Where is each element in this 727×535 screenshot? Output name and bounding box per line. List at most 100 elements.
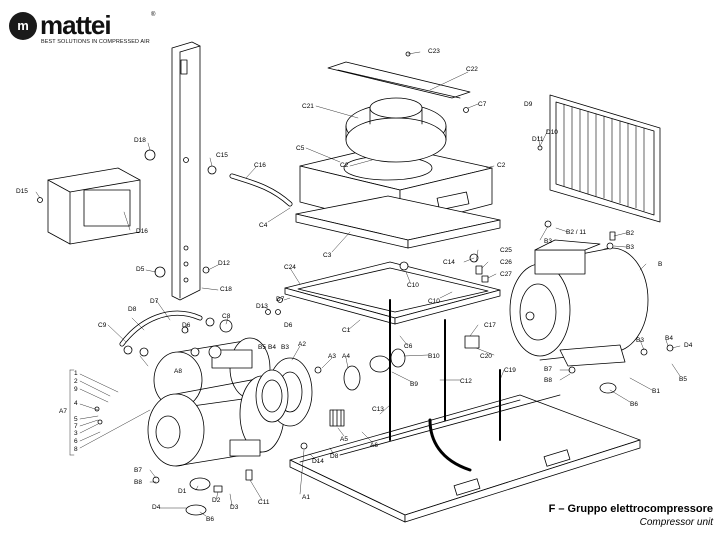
part-label: C27 <box>500 271 512 278</box>
part-label: C3 <box>323 252 332 259</box>
part-label: C5 <box>296 145 305 152</box>
part-label: C8 <box>222 313 231 320</box>
part-label: D10 <box>546 129 558 136</box>
part-label: B3 <box>544 238 552 245</box>
part-label: D4 <box>152 504 161 511</box>
part-label: A2 <box>298 341 306 348</box>
air-grille <box>549 94 661 223</box>
part-label: B <box>658 261 663 268</box>
part-label: A1 <box>302 494 310 501</box>
part-label: B6 <box>630 401 638 408</box>
part-label: D11 <box>532 136 544 143</box>
small-fittings <box>37 51 674 516</box>
separator-plate <box>295 195 501 249</box>
brand-logo: m mattei ® BEST SOLUTIONS IN COMPRESSED … <box>6 8 156 48</box>
part-label: B10 <box>428 353 440 360</box>
part-label: D2 <box>212 497 221 504</box>
electric-motor <box>509 239 649 367</box>
part-label: B4 <box>268 344 276 351</box>
part-label: B6 <box>206 516 214 523</box>
part-label: D8 <box>330 453 339 460</box>
title-block: F – Gruppo elettrocompressore Compressor… <box>549 503 713 529</box>
part-label: C17 <box>484 322 496 329</box>
part-label: C6 <box>404 343 413 350</box>
part-label: D13 <box>256 303 268 310</box>
part-label: D6 <box>284 322 293 329</box>
part-label: B8 <box>544 377 552 384</box>
part-label: D3 <box>230 504 239 511</box>
part-label: A8 <box>174 368 182 375</box>
part-label: C2 <box>497 162 506 169</box>
part-label: 4 <box>74 400 78 407</box>
part-label: D8 <box>128 306 137 313</box>
part-label: 3 <box>74 430 78 437</box>
part-label: D15 <box>16 188 28 195</box>
coupling-parts <box>314 348 406 391</box>
part-label: C24 <box>284 264 296 271</box>
part-label: D5 <box>136 266 145 273</box>
part-label: B9 <box>410 381 418 388</box>
part-label: A4 <box>342 353 350 360</box>
part-label: B3 <box>636 337 644 344</box>
part-label: C25 <box>500 247 512 254</box>
part-label: C2 <box>340 162 349 169</box>
logo-mark-letter: m <box>17 18 29 33</box>
coupling-flange <box>255 357 313 427</box>
part-label: C26 <box>500 259 512 266</box>
part-label: C12 <box>460 378 472 385</box>
part-label: C22 <box>466 66 478 73</box>
hoses <box>119 173 501 472</box>
fan-bracket <box>327 61 471 99</box>
part-label: 8 <box>74 446 78 453</box>
brand-tagline: BEST SOLUTIONS IN COMPRESSED AIR <box>41 39 150 45</box>
part-label: 2 <box>74 378 78 385</box>
part-label: B7 <box>134 467 142 474</box>
radial-fan <box>345 97 447 163</box>
part-label: C16 <box>254 162 266 169</box>
part-label: A3 <box>328 353 336 360</box>
part-label: C11 <box>258 499 270 506</box>
part-label: C9 <box>98 322 107 329</box>
registered-mark: ® <box>151 12 156 18</box>
electric-box <box>47 167 141 245</box>
part-label: B1 <box>652 388 660 395</box>
part-label: C20 <box>480 353 492 360</box>
part-label: C10 <box>407 282 419 289</box>
part-label: C23 <box>428 48 440 55</box>
part-label: 6 <box>74 438 78 445</box>
part-label: C19 <box>504 367 516 374</box>
part-label: C4 <box>259 222 268 229</box>
part-label: 1 <box>74 370 78 377</box>
part-label: D1 <box>178 488 187 495</box>
part-label: D12 <box>218 260 230 267</box>
part-label: D4 <box>684 342 693 349</box>
part-label: B5 <box>258 344 266 351</box>
part-label: B2 / 11 <box>566 229 587 236</box>
part-label: D7 <box>276 296 285 303</box>
part-label: 9 <box>74 386 78 393</box>
part-label: C18 <box>220 286 232 293</box>
part-label: 5 <box>74 416 78 423</box>
part-label: C1 <box>342 327 351 334</box>
part-label: A7 <box>59 408 67 415</box>
part-label: D9 <box>524 101 533 108</box>
logo-wordmark: mattei <box>40 10 112 40</box>
part-label: C21 <box>302 103 314 110</box>
part-label: D7 <box>150 298 159 305</box>
part-label: B4 <box>665 335 673 342</box>
part-label: B5 <box>679 376 687 383</box>
part-label: 7 <box>74 423 78 430</box>
part-label: C13 <box>372 406 384 413</box>
part-label: D14 <box>312 458 324 465</box>
part-label: A6 <box>370 442 378 449</box>
support-frame <box>284 261 501 325</box>
base-frame <box>289 394 641 523</box>
leader-lines <box>35 51 681 517</box>
diagram-subtitle: Compressor unit <box>639 517 713 528</box>
part-label: C10 <box>428 298 440 305</box>
part-label: D6 <box>182 322 191 329</box>
part-label: C14 <box>443 259 455 266</box>
diagram-title: F – Gruppo elettrocompressore <box>548 503 713 515</box>
